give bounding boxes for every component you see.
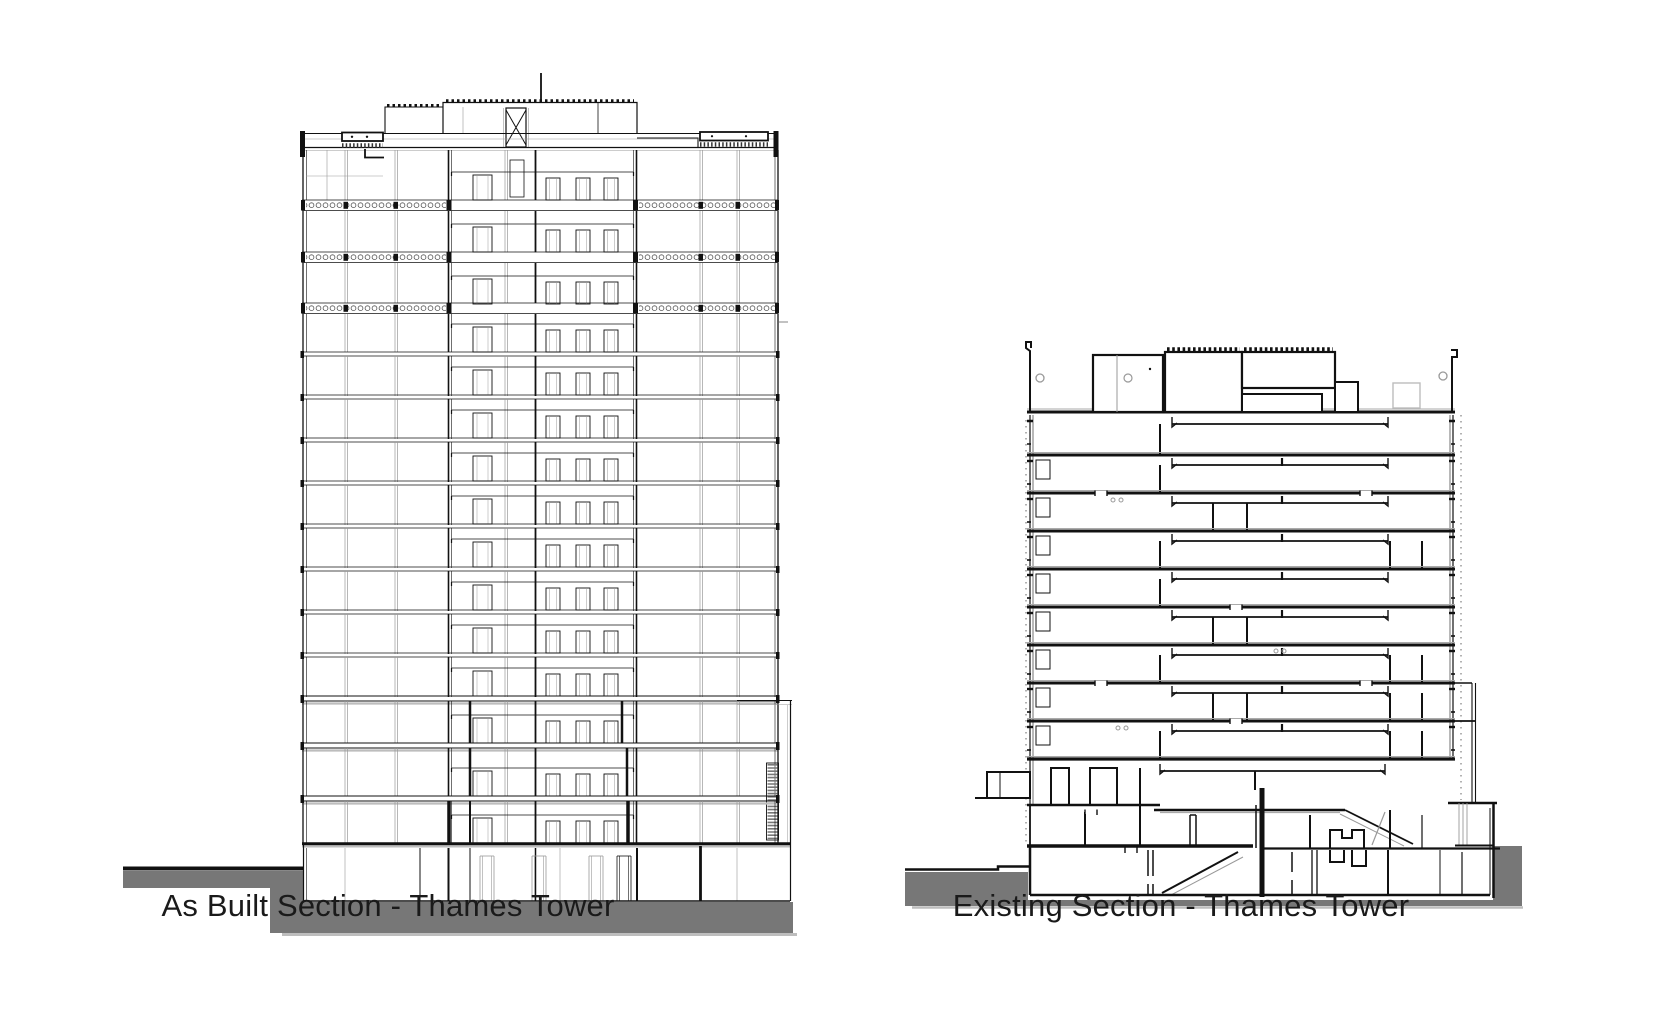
existing-section-drawing [905, 341, 1523, 909]
right-floors [1025, 451, 1457, 761]
left-basement [302, 843, 792, 902]
right-annex [1448, 682, 1497, 898]
caption-as-built: As Built Section - Thames Tower [161, 888, 615, 923]
left-parapet-band [300, 131, 779, 159]
as-built-section-drawing [123, 73, 797, 936]
left-base-storeys [299, 693, 792, 848]
caption-existing: Existing Section - Thames Tower [952, 888, 1410, 923]
right-ground-storeys [975, 756, 1500, 897]
right-roof-plant [1025, 341, 1462, 845]
right-ground [905, 846, 1523, 909]
right-basement [1028, 845, 1490, 897]
left-ground [123, 866, 797, 936]
left-roof-plant [384, 73, 699, 148]
left-floors [300, 148, 780, 698]
